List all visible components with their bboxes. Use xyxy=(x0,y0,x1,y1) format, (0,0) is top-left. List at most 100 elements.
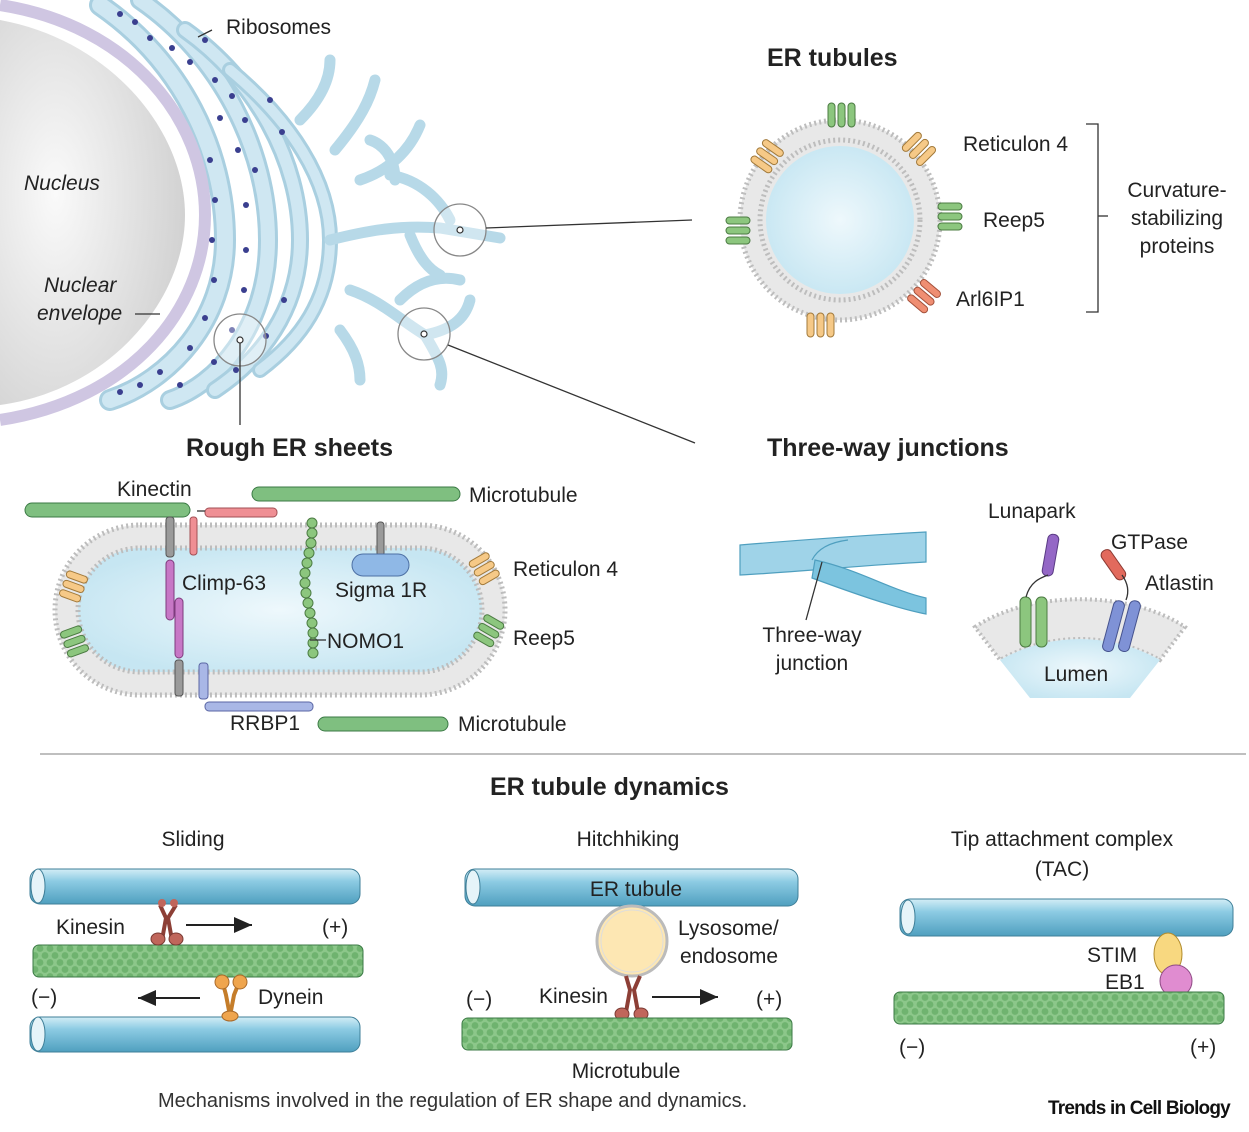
climp63-label: Climp-63 xyxy=(182,572,266,595)
sliding-minus-label: (−) xyxy=(31,986,57,1009)
er-tubule-tac xyxy=(899,898,1234,937)
nuclear-envelope-label-1: Nuclear xyxy=(44,274,117,297)
eb1-label: EB1 xyxy=(1105,971,1145,994)
stim-label: STIM xyxy=(1087,944,1137,967)
junction-tube-branch xyxy=(811,559,927,615)
figure-caption: Mechanisms involved in the regulation of… xyxy=(158,1090,748,1112)
microtubule-bottom-label: Microtubule xyxy=(458,713,567,736)
curvature-label-2: stabilizing xyxy=(1131,207,1223,230)
sliding-section: Sliding Kinesin (+) xyxy=(29,828,364,1053)
reep-protein-icon xyxy=(473,614,505,648)
microtubule-bottom xyxy=(317,716,449,732)
journal-brand-logo: Trends in Cell Biology xyxy=(1048,1098,1231,1119)
reep-sheet-label: Reep5 xyxy=(513,627,575,650)
reep-protein-icon xyxy=(827,102,856,128)
sliding-kinesin-label: Kinesin xyxy=(56,916,125,939)
atlastin-protein xyxy=(1102,600,1125,653)
nuclear-envelope xyxy=(0,0,212,426)
nuclear-envelope-label-2: envelope xyxy=(37,302,122,325)
microtubule-sliding xyxy=(32,944,364,978)
lysosome-icon xyxy=(595,904,669,978)
microtubule-top-right xyxy=(251,486,461,502)
curvature-label-3: proteins xyxy=(1140,235,1215,258)
rough-er-panel: Rough ER sheets xyxy=(24,434,618,736)
sliding-title: Sliding xyxy=(161,828,224,851)
tac-title-1: Tip attachment complex xyxy=(951,828,1174,851)
sliding-plus-label: (+) xyxy=(322,916,348,939)
tac-section: Tip attachment complex (TAC) STIM EB1 (−… xyxy=(893,828,1234,1059)
sigma1r-label: Sigma 1R xyxy=(335,579,427,602)
nucleus xyxy=(0,20,185,405)
tac-minus-label: (−) xyxy=(899,1036,925,1059)
tubule-lumen xyxy=(766,146,914,294)
junctions-title: Three-way junctions xyxy=(767,434,1009,462)
hitchhiking-kinesin-label: Kinesin xyxy=(539,985,608,1008)
reep-label: Reep5 xyxy=(983,209,1045,232)
climp63-protein xyxy=(165,559,175,621)
tac-plus-label: (+) xyxy=(1190,1036,1216,1059)
atlastin-label: Atlastin xyxy=(1145,572,1214,595)
lysosome-label-2: endosome xyxy=(680,945,778,968)
reticulon-sheet-label: Reticulon 4 xyxy=(513,558,618,581)
reep-protein-icon xyxy=(725,216,751,245)
microtubule-tac xyxy=(893,991,1225,1025)
reep-protein-icon xyxy=(937,202,963,231)
lysosome-label-1: Lysosome/ xyxy=(678,917,779,940)
hitchhiking-minus-label: (−) xyxy=(466,988,492,1011)
junctions-panel: Three-way junctions Three-way junction L… xyxy=(739,434,1214,698)
lunapark-label: Lunapark xyxy=(988,500,1076,523)
three-way-label-1: Three-way xyxy=(762,624,862,647)
junction-tube-main xyxy=(739,531,927,576)
er-tubular-network xyxy=(294,54,506,391)
reticulon-protein-icon xyxy=(901,131,937,167)
ribosomes-label: Ribosomes xyxy=(226,16,331,39)
rrbp1-protein xyxy=(198,662,209,700)
er-tubules-panel: ER tubules xyxy=(725,44,1227,338)
hitchhiking-microtubule-label: Microtubule xyxy=(572,1060,681,1083)
arl6ip1-label: Arl6IP1 xyxy=(956,288,1025,311)
three-way-label-2: junction xyxy=(775,652,848,675)
curvature-label-1: Curvature- xyxy=(1127,179,1226,202)
junction-lumen xyxy=(1000,639,1160,698)
nucleus-label: Nucleus xyxy=(24,172,100,195)
rrbp1-label: RRBP1 xyxy=(230,712,300,735)
hitchhiking-plus-label: (+) xyxy=(756,988,782,1011)
sliding-dynein-label: Dynein xyxy=(258,986,323,1009)
arl6ip1-protein-icon xyxy=(907,279,941,314)
reticulon-label: Reticulon 4 xyxy=(963,133,1068,156)
ribosome-dots xyxy=(117,11,287,395)
tac-title-2: (TAC) xyxy=(1035,858,1089,881)
er-tubule-bottom xyxy=(29,1016,361,1053)
er-cisternae xyxy=(89,0,339,411)
dynamics-title: ER tubule dynamics xyxy=(490,773,729,801)
microtubule-top-left xyxy=(24,502,191,518)
microtubule-top-label: Microtubule xyxy=(469,484,578,507)
nomo1-label: NOMO1 xyxy=(327,630,404,653)
cell-overview: Nucleus Nuclear envelope Ribosomes xyxy=(0,0,696,444)
lumen-label: Lumen xyxy=(1044,663,1108,686)
gtpase-label: GTPase xyxy=(1111,531,1188,554)
kinesin-motor-icon xyxy=(150,899,184,946)
sheet-lumen xyxy=(75,545,485,675)
nomo1-protein xyxy=(299,517,319,659)
er-tubule-top xyxy=(29,868,361,905)
reticulon-protein-icon xyxy=(750,139,784,174)
reticulon-protein-icon xyxy=(806,312,835,338)
reticulon-protein-icon xyxy=(59,570,88,603)
kinesin-motor-icon xyxy=(614,975,649,1021)
microtubule-hitchhiking xyxy=(461,1017,793,1051)
dynein-motor-icon xyxy=(214,974,248,1022)
lunapark-protein xyxy=(1041,533,1060,577)
sigma1r-protein xyxy=(351,553,410,577)
kinectin-protein xyxy=(204,507,278,518)
reep-protein-icon xyxy=(60,625,89,658)
hitchhiking-title: Hitchhiking xyxy=(577,828,680,851)
hitchhiking-section: Hitchhiking ER tubule Lysosome/ endosome… xyxy=(461,828,799,1083)
kinectin-label: Kinectin xyxy=(117,478,192,501)
er-tubules-title: ER tubules xyxy=(767,44,898,72)
rough-er-title: Rough ER sheets xyxy=(186,434,393,462)
er-tubule-label: ER tubule xyxy=(590,878,682,901)
gtpase-domain xyxy=(1100,549,1127,581)
reticulon-protein-icon xyxy=(468,552,500,586)
